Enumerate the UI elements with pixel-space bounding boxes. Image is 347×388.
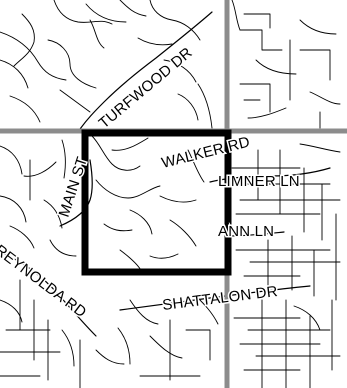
label-ann-ln: ANN LN [218, 223, 274, 240]
area-boundary-box[interactable] [81, 129, 232, 276]
label-limner-ln: LIMNER LN [218, 173, 300, 190]
